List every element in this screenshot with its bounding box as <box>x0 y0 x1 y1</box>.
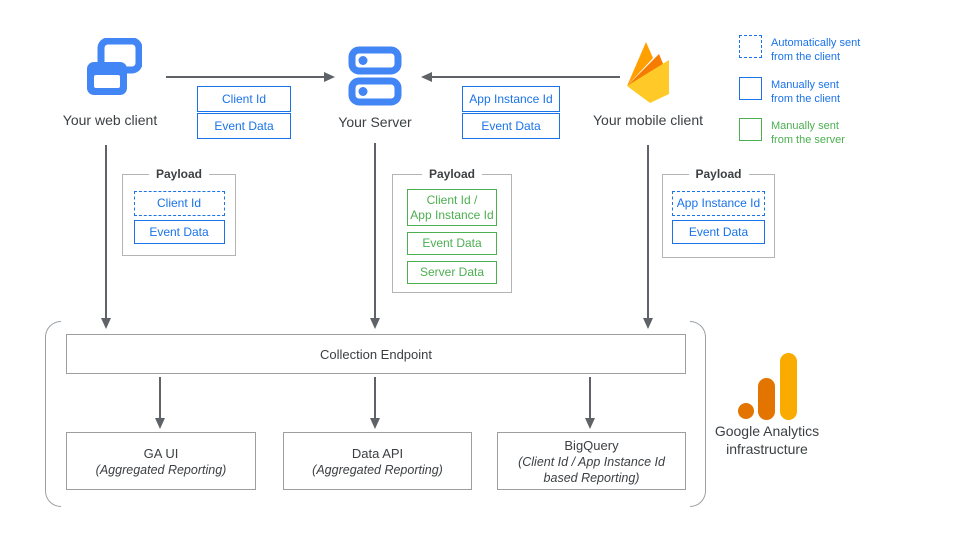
infrastructure-label-line2: infrastructure <box>726 441 808 457</box>
infrastructure-label-line1: Google Analytics <box>714 423 820 439</box>
endpoint-to-gaui-arrowhead-icon <box>155 418 165 429</box>
web-payload-group: Payload Client Id Event Data <box>122 167 236 256</box>
web-to-server-arrow-line <box>166 76 324 78</box>
ga-ui-title: GA UI <box>143 445 179 461</box>
infrastructure-label: Google Analytics infrastructure <box>692 422 842 458</box>
legend-item-manual-server: Manually sent from the server <box>739 118 845 147</box>
legend-line: from the server <box>771 134 845 146</box>
web-payload-client-id: Client Id <box>133 191 225 216</box>
mobile-payload-app-instance-id: App Instance Id <box>672 191 765 216</box>
endpoint-to-bigquery-arrow-line <box>589 377 591 418</box>
bracket-right-icon <box>690 321 706 507</box>
mobile-payload-title: Payload <box>688 167 749 181</box>
legend-line: from the client <box>771 93 841 105</box>
mobile-payload-group: Payload App Instance Id Event Data <box>662 167 775 258</box>
server-payload-group: Payload Client Id / App Instance Id Even… <box>392 167 512 293</box>
web-down-arrowhead-icon <box>101 318 111 329</box>
data-api-subtitle: (Aggregated Reporting) <box>312 462 443 477</box>
bracket-left-icon <box>45 321 61 507</box>
google-analytics-logo-icon <box>738 353 797 420</box>
ga-ui-subtitle: (Aggregated Reporting) <box>95 462 227 477</box>
legend-line: Automatically sent <box>771 37 861 49</box>
bigquery-subtitle: (Client Id / App Instance Id based Repor… <box>518 454 665 485</box>
endpoint-to-dataapi-arrowhead-icon <box>370 418 380 429</box>
legend-text-auto-client: Automatically sent from the client <box>771 36 860 64</box>
legend-text-manual-server: Manually sent from the server <box>771 119 845 147</box>
chip-app-instance-id: App Instance Id <box>462 86 560 112</box>
server-payload-ids: Client Id / App Instance Id <box>407 189 497 226</box>
legend-line: Manually sent <box>771 120 839 132</box>
web-payload-event-data: Event Data <box>133 220 225 244</box>
mobile-down-arrowhead-icon <box>643 318 653 329</box>
firebase-icon <box>627 42 669 103</box>
server-payload-event-data: Event Data <box>407 232 497 255</box>
server-payload-ids-line1: Client Id / <box>426 192 478 207</box>
web-to-server-arrowhead-icon <box>324 72 335 82</box>
server-payload-ids-line2: App Instance Id <box>410 207 494 222</box>
collection-endpoint-box: Collection Endpoint <box>66 334 686 374</box>
solid-green-swatch-icon <box>739 118 762 141</box>
web-client-icon <box>87 38 142 95</box>
legend-line: from the client <box>771 51 841 63</box>
bigquery-box: BigQuery (Client Id / App Instance Id ba… <box>497 432 686 490</box>
server-icon <box>348 46 402 106</box>
server-payload-title: Payload <box>421 167 483 181</box>
legend-item-auto-client: Automatically sent from the client <box>739 35 860 64</box>
mobile-payload-event-data: Event Data <box>672 220 765 244</box>
server-down-arrow-line <box>374 143 376 318</box>
endpoint-to-bigquery-arrowhead-icon <box>585 418 595 429</box>
mobile-down-arrow-line <box>647 145 649 318</box>
web-client-label: Your web client <box>62 112 158 128</box>
legend-text-manual-client: Manually sent from the client <box>771 78 840 106</box>
server-down-arrowhead-icon <box>370 318 380 329</box>
web-payload-title: Payload <box>148 167 210 181</box>
data-api-box: Data API (Aggregated Reporting) <box>283 432 472 490</box>
bigquery-title: BigQuery <box>564 437 619 453</box>
server-payload-server-data: Server Data <box>407 261 497 284</box>
server-label: Your Server <box>338 114 412 130</box>
endpoint-to-gaui-arrow-line <box>159 377 161 418</box>
mobile-client-label: Your mobile client <box>593 112 703 128</box>
collection-endpoint-label: Collection Endpoint <box>319 346 433 362</box>
legend-line: Manually sent <box>771 79 839 91</box>
dashed-blue-swatch-icon <box>739 35 762 58</box>
ga-ui-box: GA UI (Aggregated Reporting) <box>66 432 256 490</box>
solid-blue-swatch-icon <box>739 77 762 100</box>
chip-event-data-web: Event Data <box>197 113 291 139</box>
chip-client-id: Client Id <box>197 86 291 112</box>
data-api-title: Data API <box>351 445 404 461</box>
mobile-to-server-arrow-line <box>432 76 620 78</box>
legend-item-manual-client: Manually sent from the client <box>739 77 840 106</box>
endpoint-to-dataapi-arrow-line <box>374 377 376 418</box>
chip-event-data-mobile: Event Data <box>462 113 560 139</box>
web-down-arrow-line <box>105 145 107 318</box>
mobile-to-server-arrowhead-icon <box>421 72 432 82</box>
